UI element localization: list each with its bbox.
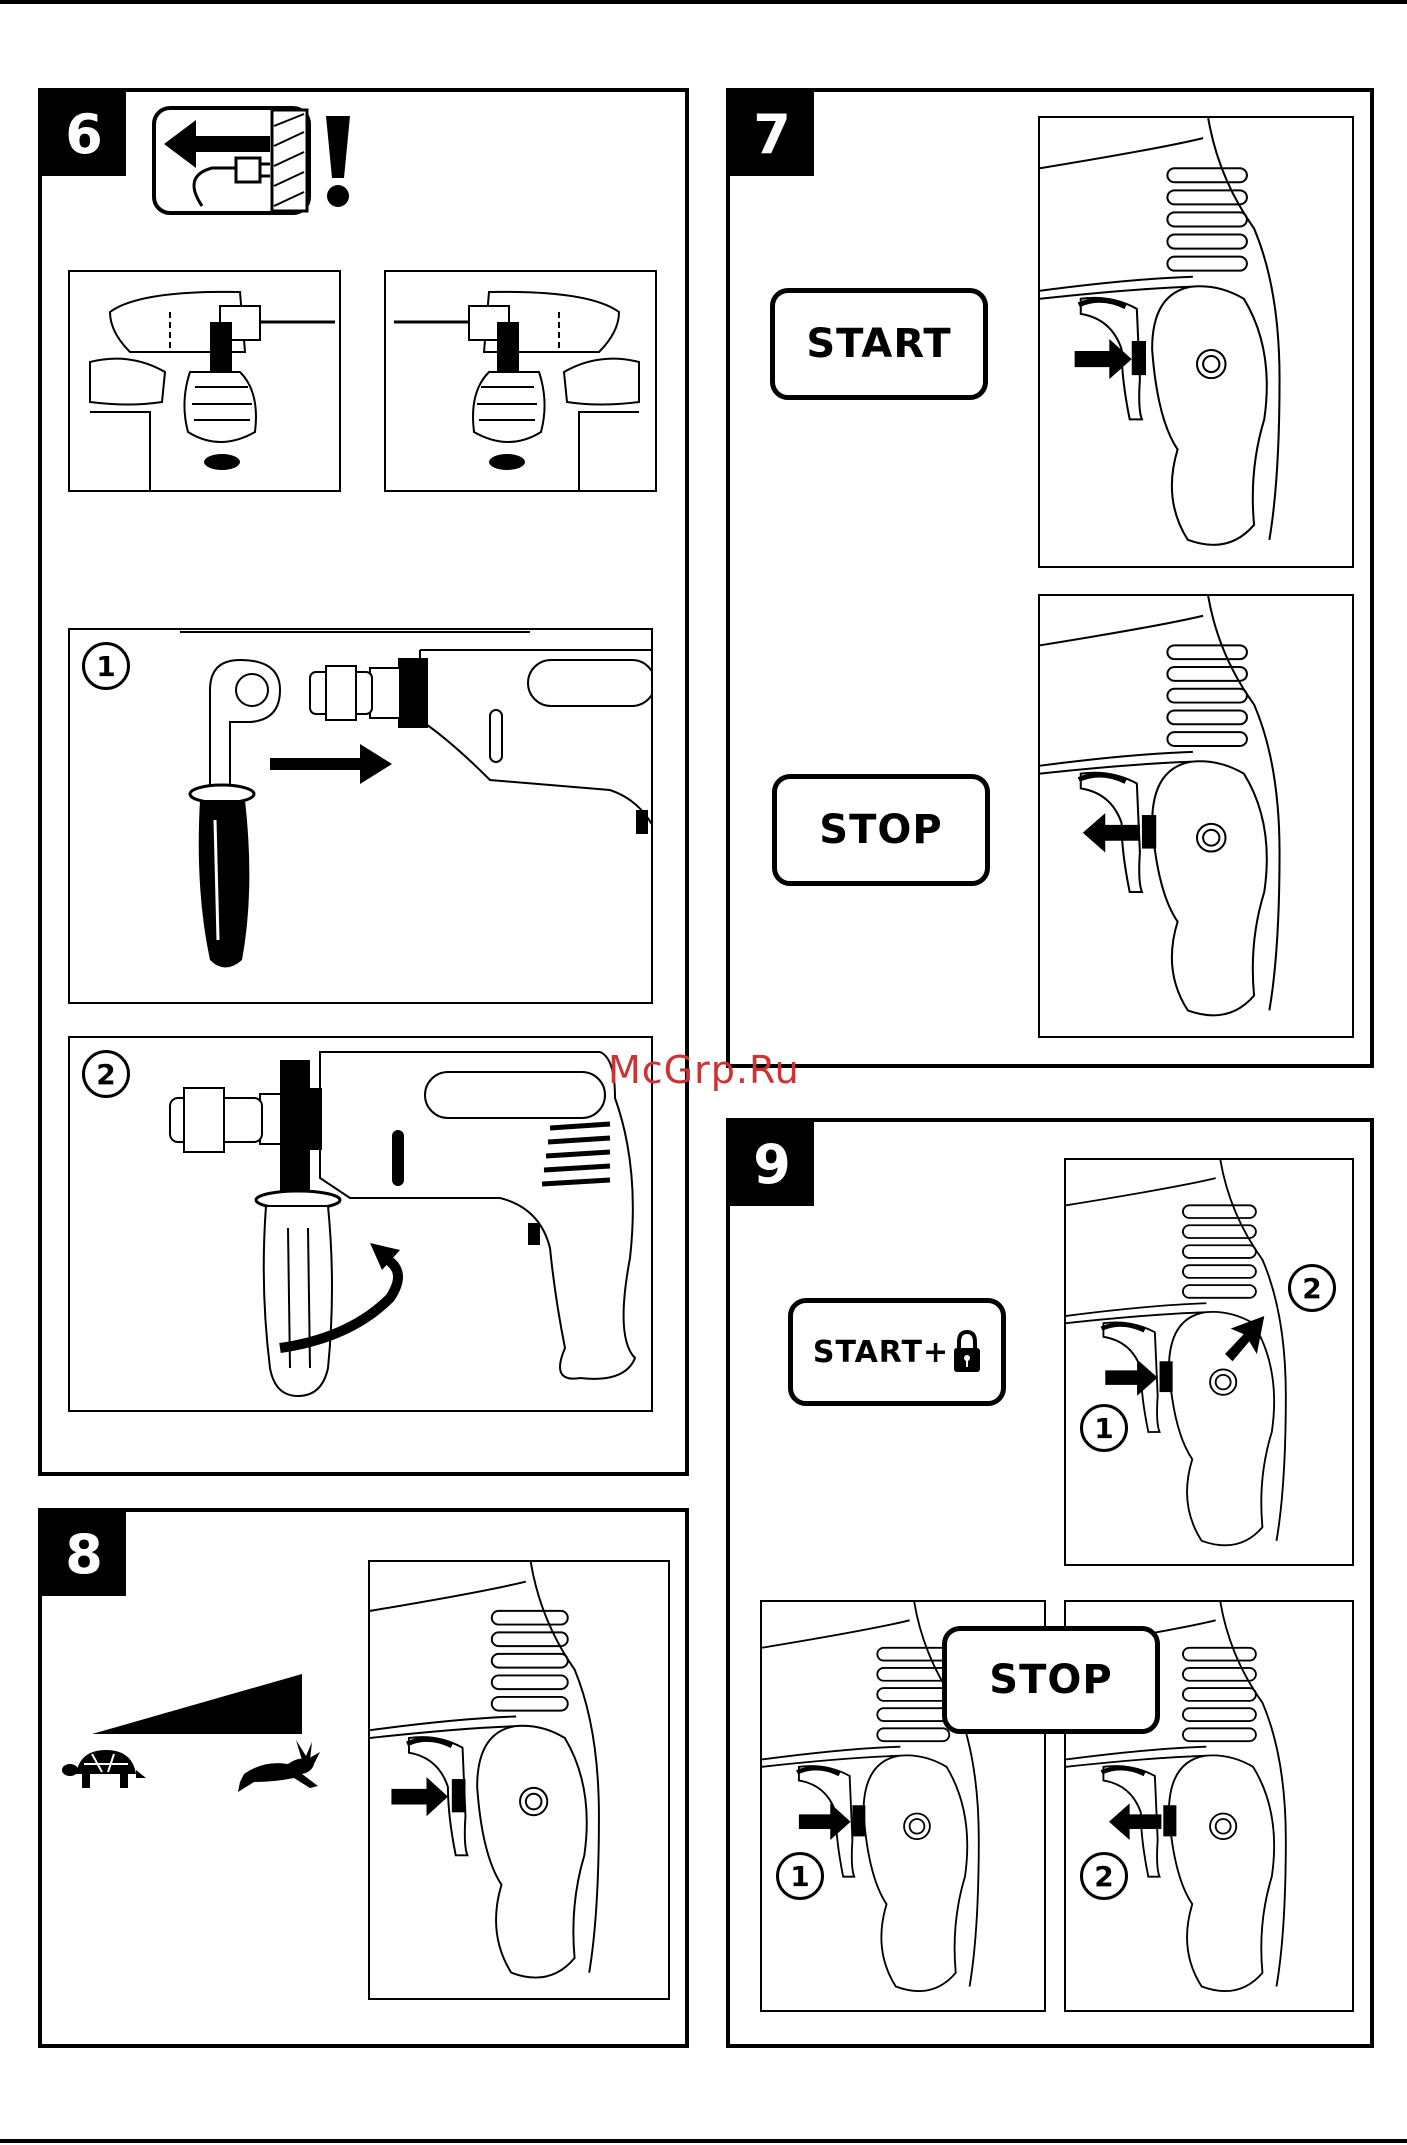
watermark: McGrp.Ru (608, 1048, 800, 1092)
trigger-press-illustration (1038, 116, 1354, 568)
panel-6-number: 6 (42, 92, 126, 176)
lock-marker-1: 1 (1080, 1404, 1128, 1452)
trigger-release-illustration (1038, 594, 1354, 1038)
unplug-warning-icon (152, 106, 312, 216)
variable-speed-trigger-illustration (368, 1560, 670, 2000)
top-rule (0, 0, 1407, 4)
start-label: START (770, 288, 988, 400)
panel-7-number: 7 (730, 92, 814, 176)
speed-ramp-icon (92, 1674, 302, 1736)
stop-label: STOP (772, 774, 990, 886)
panel-9-number: 9 (730, 1122, 814, 1206)
stop-marker-2: 2 (1080, 1852, 1128, 1900)
tortoise-icon (62, 1744, 146, 1794)
step-2-tighten-handle-illustration: 2 (68, 1036, 653, 1412)
panel-8-speed-control: 8 (38, 1508, 689, 2048)
bottom-rule (0, 2139, 1407, 2143)
step-2-marker: 2 (82, 1050, 130, 1098)
stop-marker-1: 1 (776, 1852, 824, 1900)
exclamation-icon (320, 112, 356, 212)
step-1-attach-handle-illustration: 1 (68, 628, 653, 1004)
panel-8-number: 8 (42, 1512, 126, 1596)
panel-9-lock-button: 9 START+ 2 1 1 2 S (726, 1118, 1374, 2048)
lock-button-illustration: 2 1 (1064, 1158, 1354, 1566)
panel-6-handle-assembly: 6 (38, 88, 689, 1476)
step-1-marker: 1 (82, 642, 130, 690)
handle-left-hand-illustration (68, 270, 341, 492)
padlock-icon (953, 1330, 981, 1374)
start-lock-label: START+ (788, 1298, 1006, 1406)
start-lock-text: START+ (813, 1335, 949, 1370)
hare-icon (234, 1738, 322, 1794)
handle-right-hand-illustration (384, 270, 657, 492)
lock-marker-2: 2 (1288, 1264, 1336, 1312)
stop-label-lock: STOP (942, 1626, 1160, 1734)
panel-7-start-stop: 7 START STOP (726, 88, 1374, 1068)
